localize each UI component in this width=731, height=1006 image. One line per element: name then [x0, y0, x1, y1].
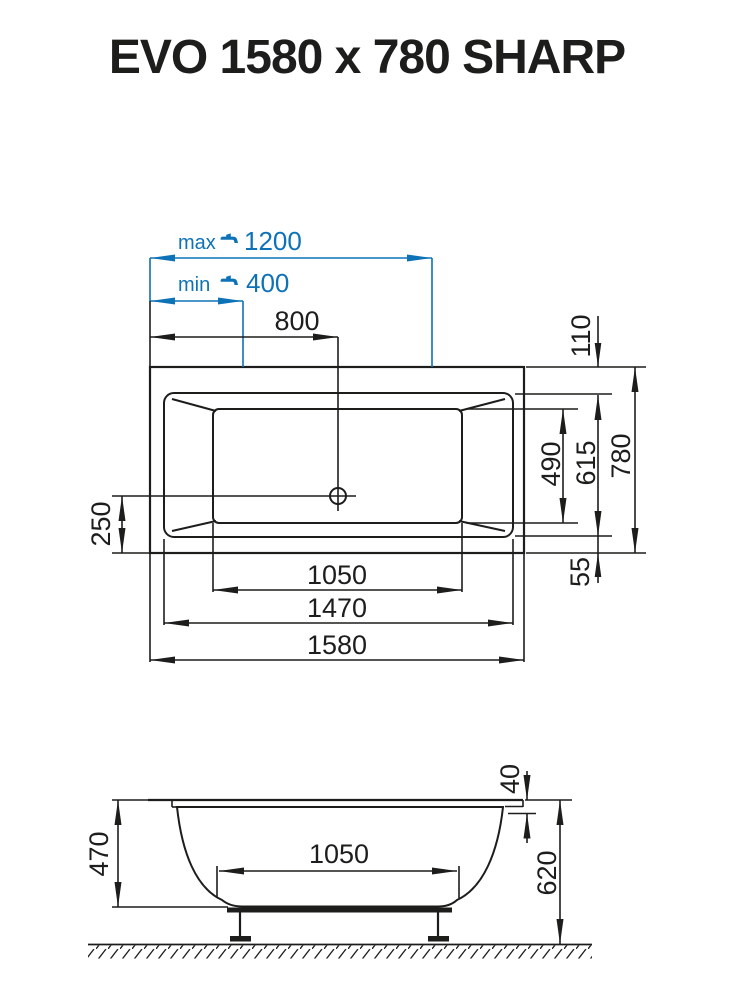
- dim-tap-min: min 400: [150, 268, 289, 367]
- ground-hatching: [88, 945, 592, 959]
- tub-legs: [230, 912, 449, 942]
- dim-tap-max: max 1200: [149, 226, 433, 367]
- faucet-icon: [220, 233, 238, 243]
- dims-right: 110 490 615 780 55: [466, 314, 646, 587]
- dim-1050-side: 1050: [216, 839, 460, 898]
- dim-250: 250: [86, 496, 152, 554]
- dim-490-label: 490: [536, 441, 566, 486]
- dim-40: 40: [495, 764, 536, 843]
- dim-55-label: 55: [565, 557, 595, 587]
- dim-780-label: 780: [606, 433, 636, 478]
- tap-min-label: min: [178, 274, 210, 296]
- dim-110-label: 110: [566, 314, 596, 357]
- dim-615-label: 615: [571, 440, 601, 485]
- dim-40-label: 40: [495, 764, 525, 794]
- dim-470: 470: [84, 799, 228, 908]
- tap-max-value: 1200: [244, 226, 302, 256]
- dim-620: 620: [525, 799, 572, 944]
- extension-lines: [149, 523, 525, 662]
- dims-bottom: 1050 1470 1580: [149, 523, 525, 664]
- dim-1050-label: 1050: [307, 560, 367, 590]
- ground: [88, 943, 592, 959]
- tap-max-label: max: [178, 232, 216, 254]
- dim-1050-side-label: 1050: [309, 839, 369, 869]
- tub-side-outline: [148, 798, 524, 942]
- dim-800: 800: [149, 301, 338, 367]
- page-title: EVO 1580 x 780 SHARP: [109, 31, 625, 84]
- dim-1580-label: 1580: [307, 630, 367, 660]
- arrowhead: [594, 553, 602, 577]
- top-view: max 1200 min 400 800: [86, 226, 646, 664]
- arrowhead: [594, 343, 602, 367]
- dim-620-label: 620: [532, 850, 562, 895]
- dim-250-label: 250: [86, 501, 116, 546]
- dim-800-label: 800: [274, 306, 319, 336]
- drain-crosshair-icon: [112, 337, 356, 511]
- tap-min-value: 400: [246, 268, 289, 298]
- side-view: 470 40 620 1050: [84, 764, 592, 959]
- dim-470-label: 470: [84, 831, 114, 876]
- faucet-icon: [220, 275, 238, 285]
- support-plank: [227, 907, 452, 913]
- dim-1470-label: 1470: [307, 593, 367, 623]
